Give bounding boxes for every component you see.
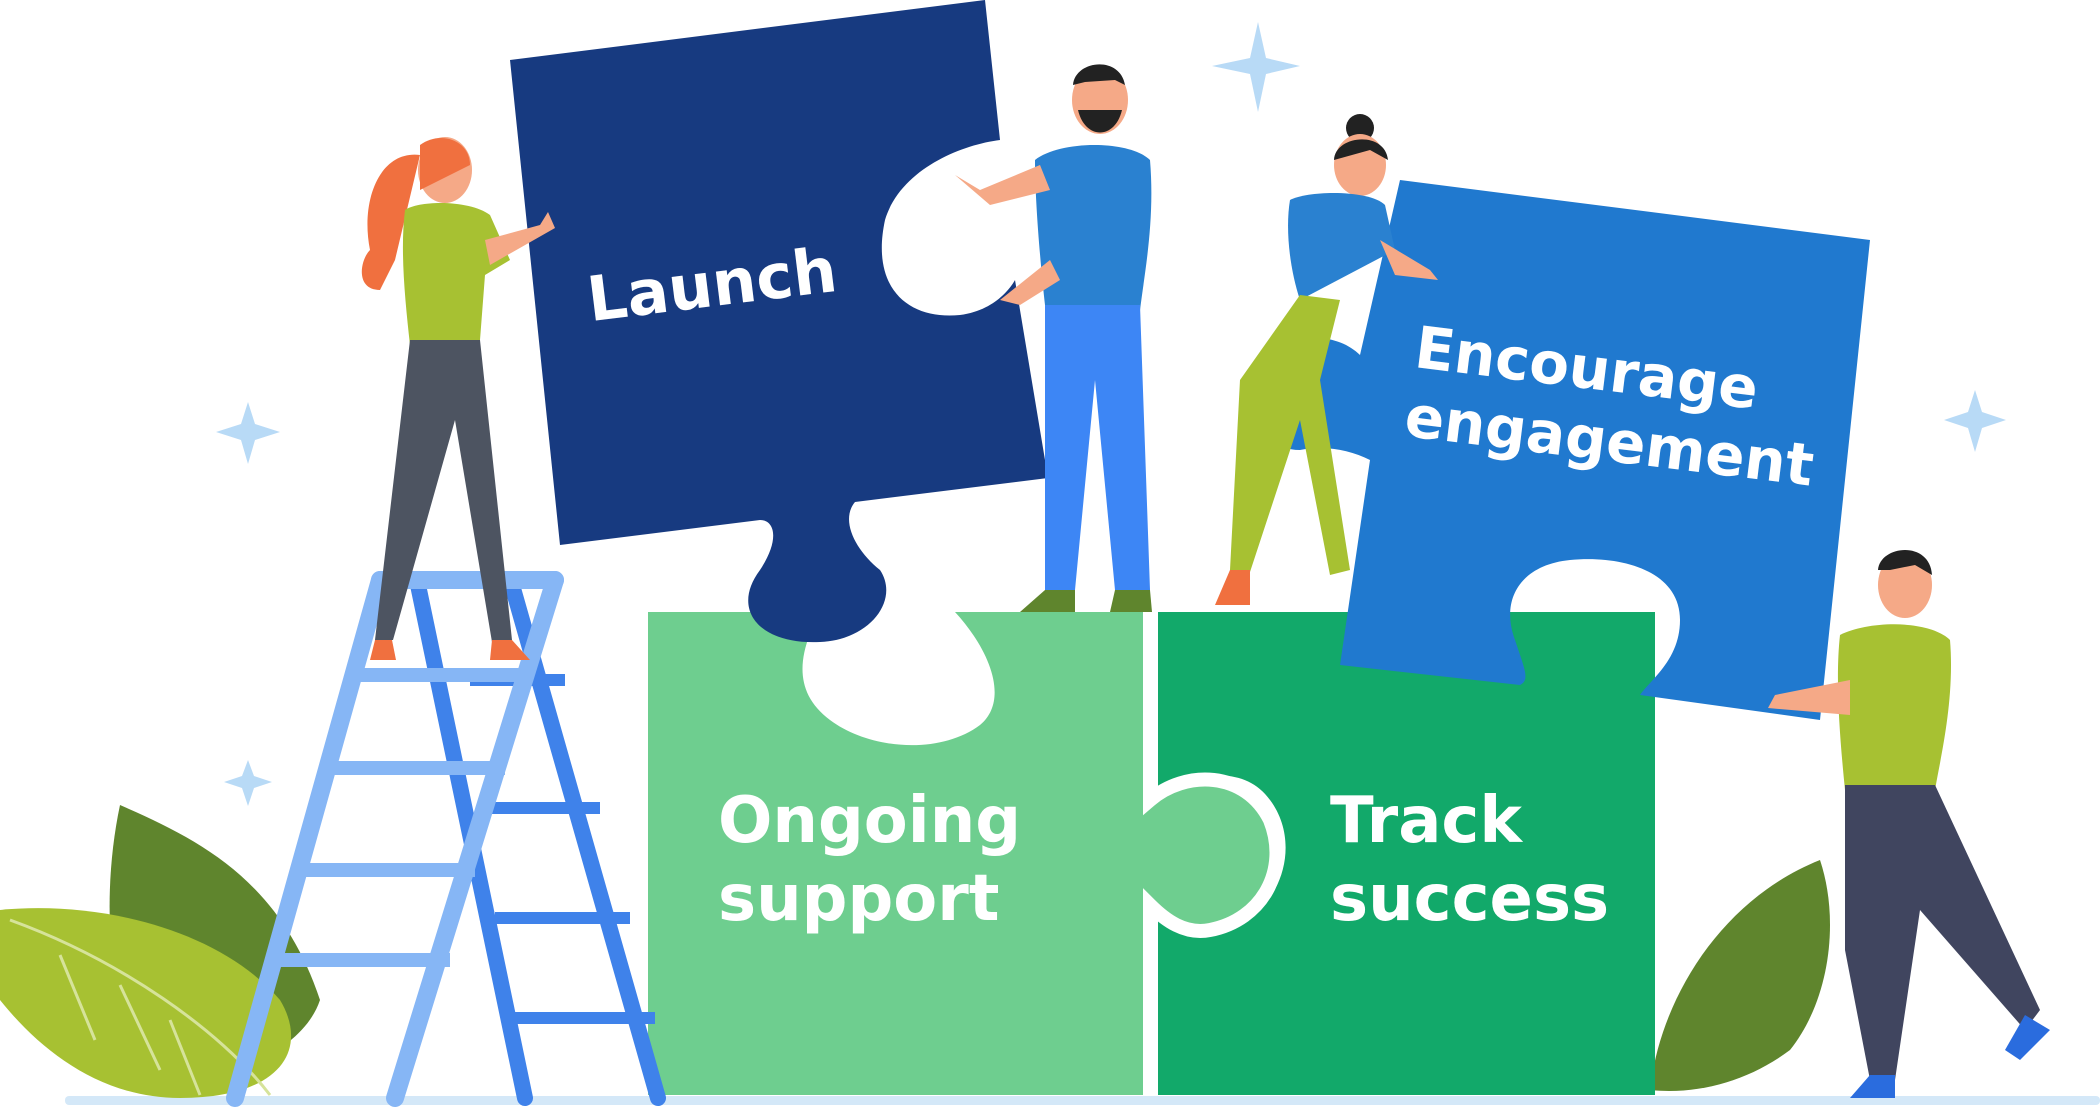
puzzle-piece-encourage-engagement: [1254, 180, 1870, 720]
person-icon: [1215, 114, 1438, 605]
puzzle-piece-track-success: [1158, 612, 1655, 1095]
person-icon: [1768, 550, 2050, 1098]
label-track-line1: Track: [1330, 784, 1523, 858]
puzzle-piece-launch: [510, 0, 1048, 643]
piece-divider: [1143, 612, 1284, 1095]
ladder-icon: [226, 571, 666, 1107]
sparkle-icon: [224, 760, 272, 806]
label-track-line2: success: [1330, 862, 1609, 936]
person-icon: [955, 64, 1152, 612]
sparkle-icon: [1212, 22, 1300, 112]
label-ongoing-line2: support: [718, 862, 999, 936]
puzzle-piece-ongoing-support: [648, 612, 1277, 1095]
ground-line: [65, 1096, 2100, 1105]
leaf-icon: [1650, 860, 1830, 1091]
sparkle-icon: [1944, 390, 2006, 452]
sparkle-icon: [216, 402, 280, 464]
person-icon: [361, 137, 555, 660]
label-ongoing-line1: Ongoing: [718, 784, 1021, 858]
